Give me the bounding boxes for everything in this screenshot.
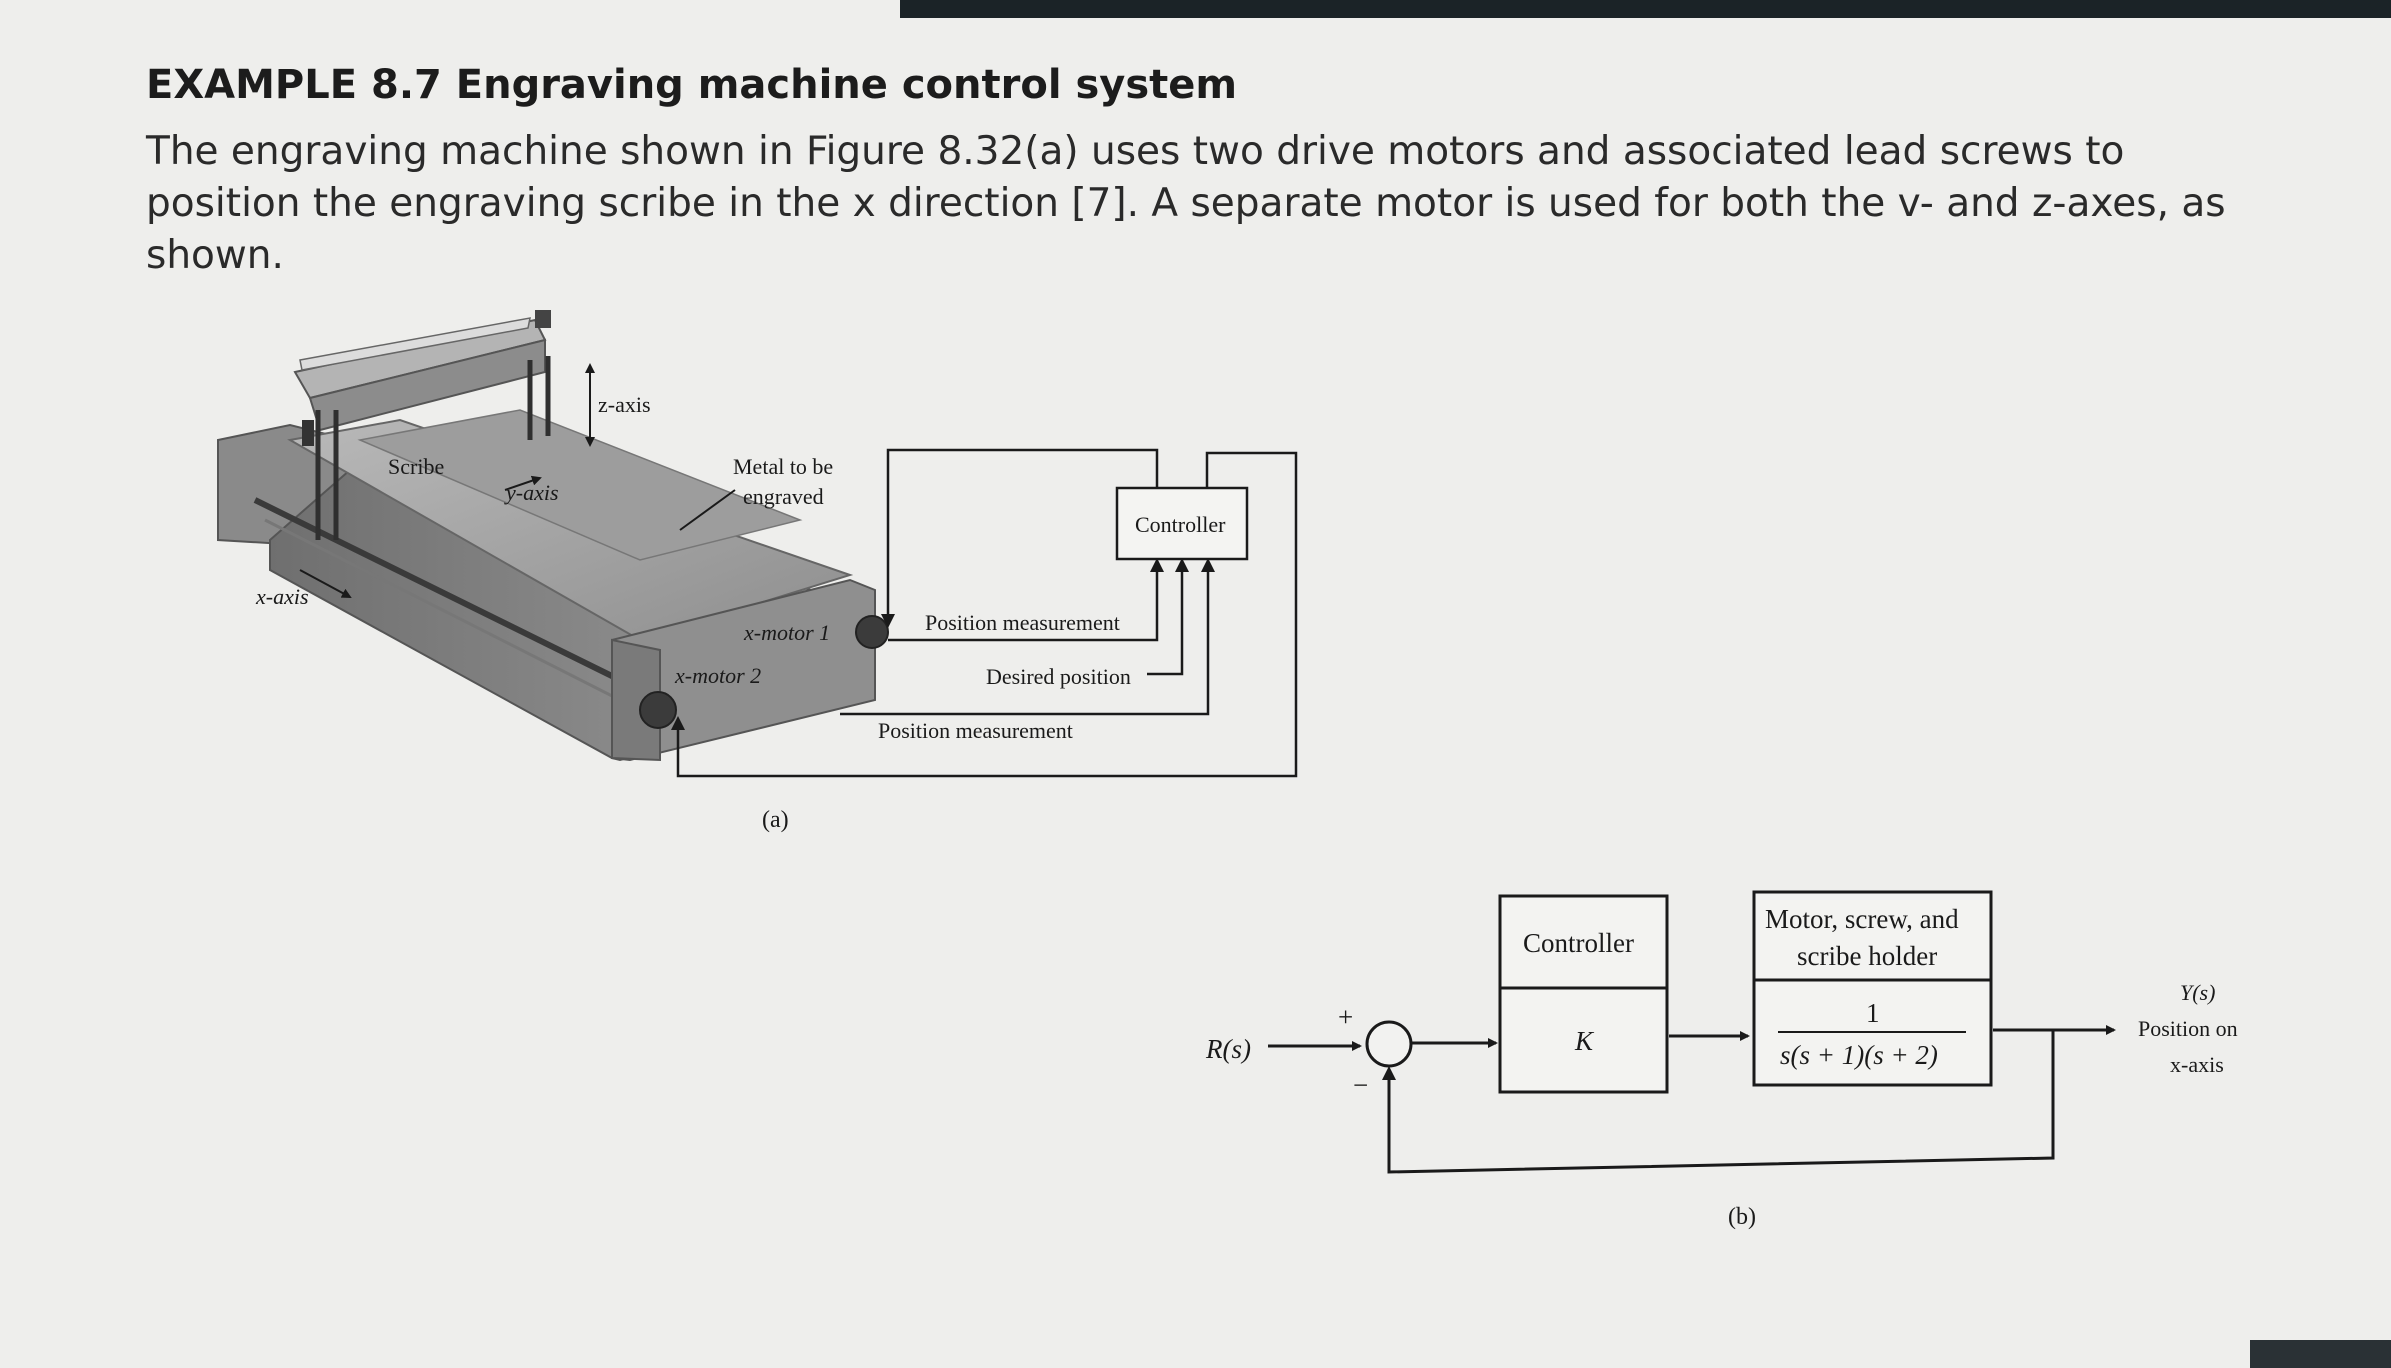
x-motor-1-label: x-motor 1 [743, 620, 830, 645]
y-axis-label: y-axis [504, 480, 559, 505]
x-axis-arrow [299, 569, 352, 598]
plant-title-line2: scribe holder [1797, 941, 1937, 971]
plant-title-line1: Motor, screw, and [1765, 904, 1959, 934]
summing-minus: − [1353, 1070, 1368, 1100]
z-axis-label: z-axis [598, 392, 651, 417]
input-label: R(s) [1205, 1034, 1251, 1064]
summing-plus: + [1338, 1002, 1353, 1032]
metal-leader-line [679, 489, 736, 531]
screen-bezel-top [900, 0, 2391, 18]
plant-denominator: s(s + 1)(s + 2) [1780, 1040, 1938, 1070]
figure-a-wiring [676, 448, 1298, 778]
metal-label-line1: Metal to be [733, 454, 833, 479]
figure-a-caption: (a) [762, 807, 789, 833]
controller-b-title: Controller [1523, 928, 1634, 958]
position-measurement-1-label: Position measurement [925, 610, 1120, 635]
output-label-line2: Position on [2138, 1016, 2238, 1041]
metal-label-line2: engraved [743, 484, 824, 509]
desired-position-label: Desired position [986, 664, 1131, 689]
scribe-label: Scribe [388, 454, 444, 479]
x-axis-label: x-axis [255, 584, 309, 609]
output-label-line3: x-axis [2170, 1052, 2224, 1077]
output-label-line1: Y(s) [2180, 980, 2215, 1005]
example-heading: EXAMPLE 8.7 Engraving machine control sy… [146, 62, 1238, 108]
example-paragraph: The engraving machine shown in Figure 8.… [146, 129, 2226, 278]
y-axis-arrow [504, 475, 542, 491]
feedback-arrowhead [1382, 1066, 1396, 1080]
controller-a-label: Controller [1135, 512, 1226, 537]
engraving-machine-illustration [217, 310, 889, 762]
controller-gain: K [1574, 1026, 1595, 1056]
plant-numerator: 1 [1866, 998, 1880, 1028]
figure-b-caption: (b) [1728, 1204, 1756, 1230]
x-motor-2-label: x-motor 2 [674, 663, 761, 688]
position-measurement-2-label: Position measurement [878, 718, 1073, 743]
screen-bezel-corner [2250, 1340, 2391, 1368]
figure-a-arrowheads [671, 558, 1215, 730]
figure-b-lines [1268, 890, 2116, 1174]
